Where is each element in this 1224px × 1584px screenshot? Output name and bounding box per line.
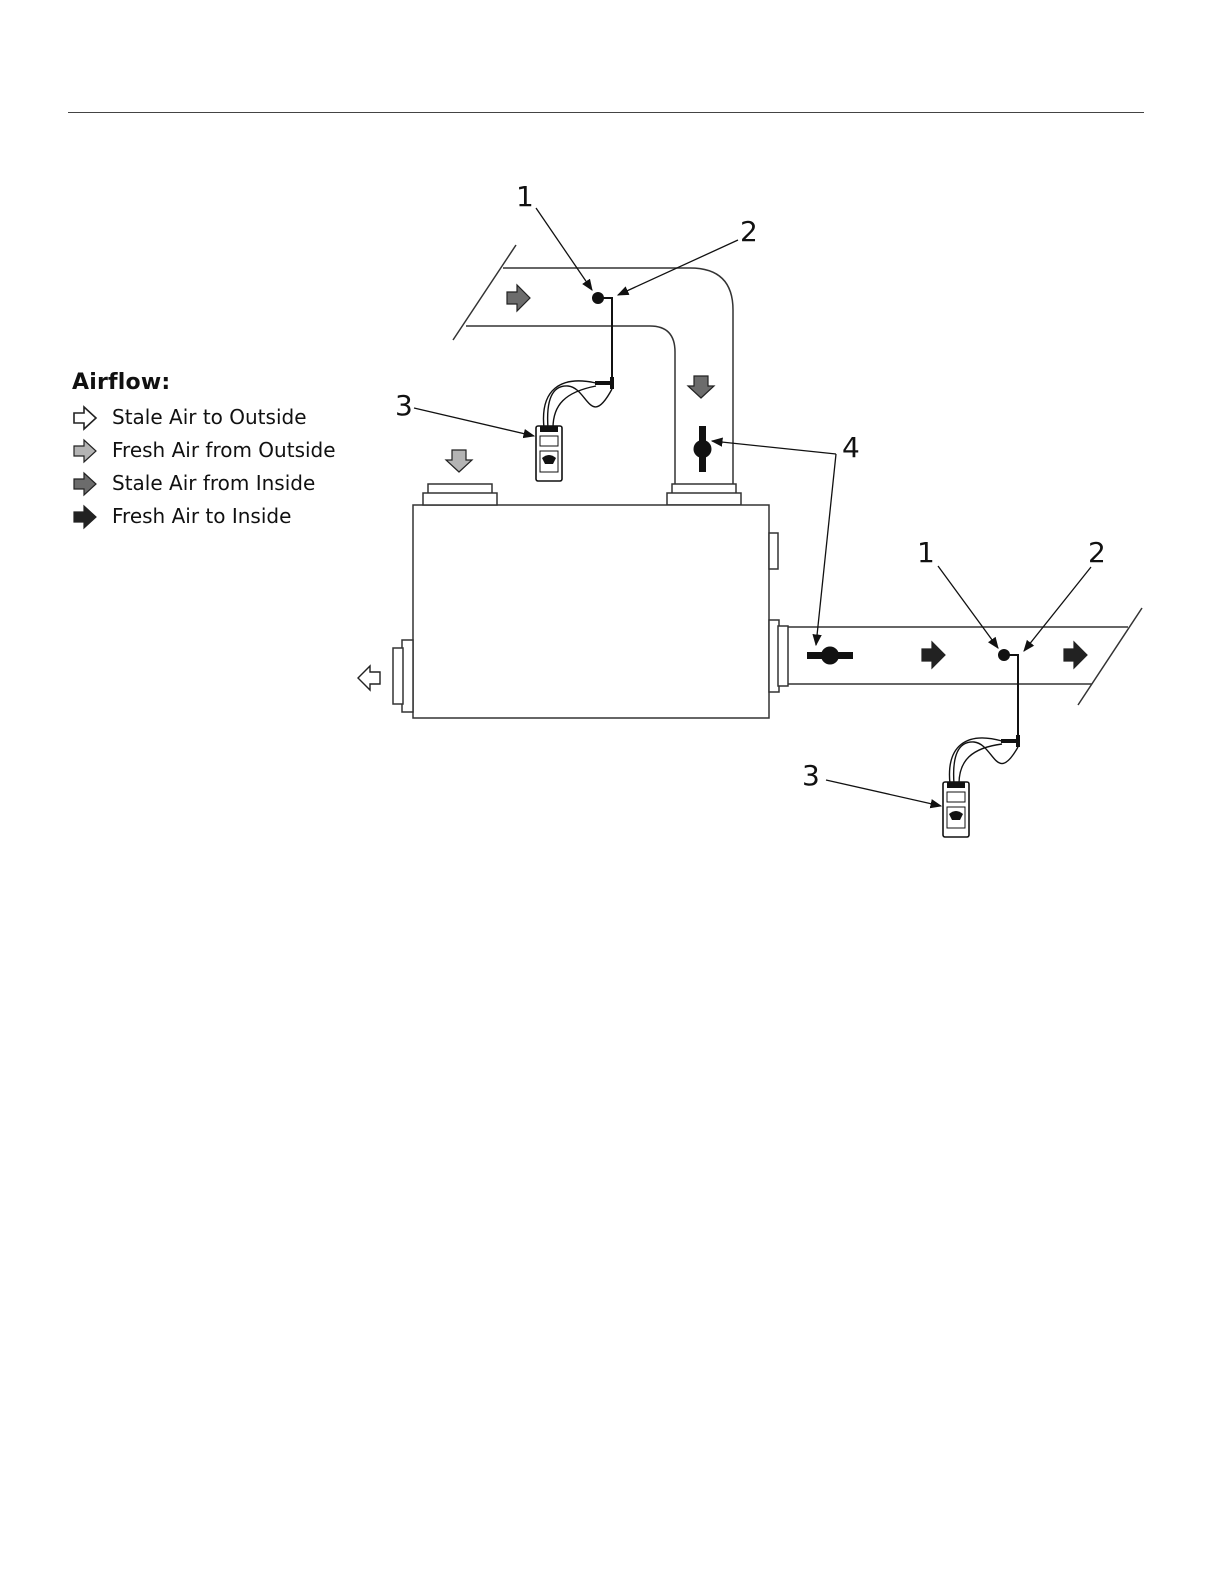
lower-manometer-gauge xyxy=(943,782,969,837)
stale-air-from-inside-arrow-icon xyxy=(507,285,530,311)
fresh-air-from-outside-arrow-icon xyxy=(446,450,472,472)
upper-balancing-damper xyxy=(694,426,712,472)
upper-duct-collar xyxy=(667,484,741,505)
callout-upper-tube: 2 xyxy=(740,215,758,248)
exhaust-outlet-collar xyxy=(393,640,413,712)
upper-manometer-gauge xyxy=(536,426,562,481)
fresh-air-to-inside-arrow-icon xyxy=(922,642,945,668)
upper-elbow-duct xyxy=(453,245,733,493)
hrv-unit-cabinet xyxy=(413,505,769,718)
supply-outlet-collar xyxy=(769,620,788,692)
upper-pitot-probe xyxy=(592,292,614,389)
side-port-stub xyxy=(769,533,778,569)
callout-upper-gauge: 3 xyxy=(395,389,413,422)
callout-dampers: 4 xyxy=(842,431,860,464)
callout-lower-gauge: 3 xyxy=(802,759,820,792)
lower-gauge-tubing xyxy=(949,738,1018,784)
upper-gauge-tubing xyxy=(543,381,612,428)
callout-lower-probe: 1 xyxy=(917,536,935,569)
stale-air-down-arrow-icon xyxy=(688,376,714,398)
callout-lower-tube: 2 xyxy=(1088,536,1106,569)
stale-air-to-outside-arrow-icon xyxy=(358,666,380,690)
lower-pitot-probe xyxy=(998,649,1020,747)
lower-balancing-damper xyxy=(807,647,853,665)
fresh-air-inlet-collar xyxy=(423,484,497,505)
callout-upper-probe: 1 xyxy=(516,180,534,213)
fresh-air-to-inside-arrow-icon xyxy=(1064,642,1087,668)
